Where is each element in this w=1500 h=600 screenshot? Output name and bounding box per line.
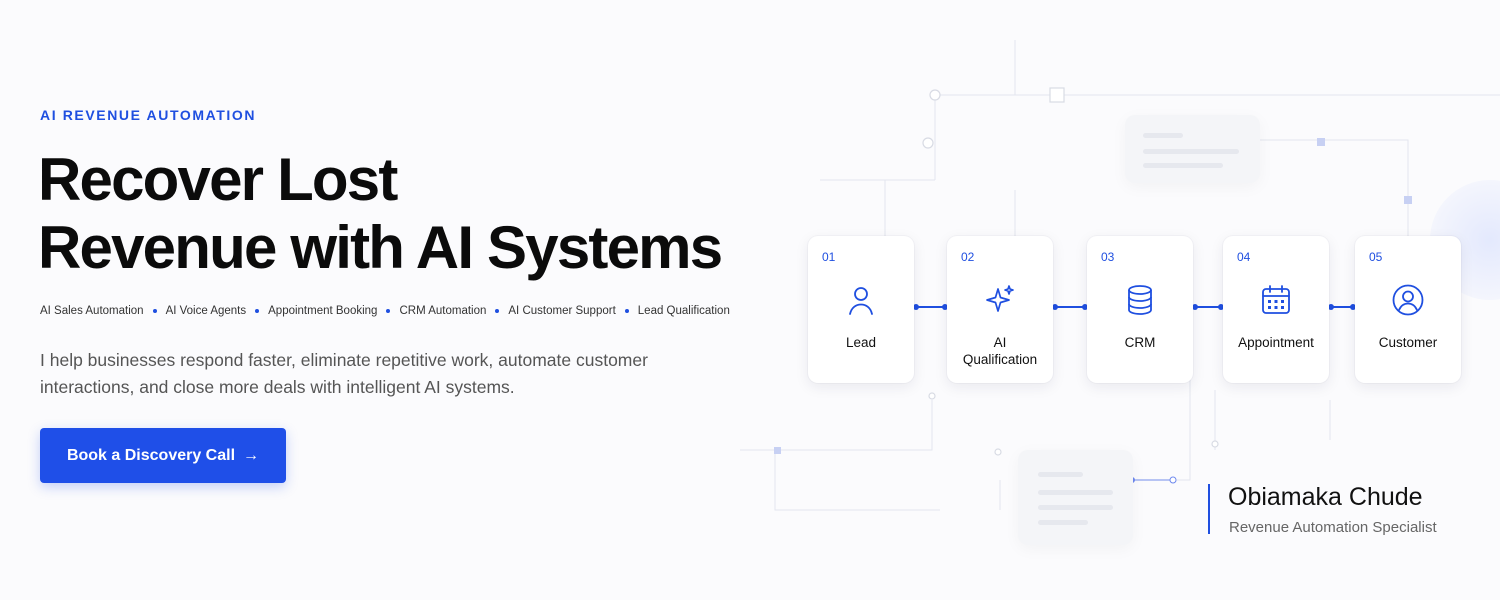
- bullet-dot: [495, 309, 500, 313]
- ghost-card-top: [1125, 115, 1260, 183]
- connector-line: [1052, 304, 1088, 310]
- tag-item: AI Sales Automation: [40, 305, 144, 317]
- user-icon: [843, 282, 879, 318]
- bullet-dot: [624, 309, 629, 313]
- database-icon: [1122, 282, 1158, 318]
- step-card-ai-qualification: 02 AI Qualification: [947, 236, 1053, 383]
- connector-line: [1328, 304, 1356, 310]
- step-label: Lead: [845, 335, 877, 350]
- headline-line-2: Revenue with AI Systems: [38, 214, 723, 281]
- step-card-lead: 01 Lead: [808, 236, 914, 383]
- signature-name: Obiamaka Chude: [1228, 483, 1423, 511]
- signature-accent-bar: [1208, 484, 1210, 534]
- background-circuit-lines: [740, 40, 1500, 511]
- step-number: 01: [822, 250, 836, 264]
- connector-line: [1192, 304, 1224, 310]
- connector-line: [913, 304, 948, 310]
- sparkle-icon: [982, 282, 1018, 318]
- step-label: AI Qualification: [962, 335, 1038, 367]
- eyebrow-label: AI REVENUE AUTOMATION: [40, 107, 257, 123]
- hero-description: I help businesses respond faster, elimin…: [40, 350, 648, 397]
- tag-item: Appointment Booking: [268, 305, 378, 317]
- headline-line-1: Recover Lost: [38, 146, 398, 213]
- book-discovery-call-button[interactable]: Book a Discovery Call →: [40, 428, 286, 483]
- step-card-crm: 03 CRM: [1087, 236, 1193, 383]
- tag-item: AI Voice Agents: [165, 305, 247, 317]
- page-title: Recover Lost Revenue with AI Systems: [38, 146, 723, 282]
- service-tags: AI Sales Automation AI Voice Agents Appo…: [40, 305, 730, 317]
- signature-role: Revenue Automation Specialist: [1229, 519, 1437, 536]
- step-label: CRM: [1124, 335, 1156, 350]
- tag-item: AI Customer Support: [508, 305, 616, 317]
- step-label: Customer: [1378, 335, 1438, 350]
- tag-item: Lead Qualification: [637, 305, 730, 317]
- bullet-dot: [255, 309, 260, 313]
- bullet-dot: [152, 309, 157, 313]
- step-number: 05: [1369, 250, 1383, 264]
- tag-item: CRM Automation: [399, 305, 487, 317]
- step-number: 04: [1237, 250, 1251, 264]
- workflow-steps: 01 Lead 02 AI Qualification 03: [808, 236, 1468, 386]
- arrow-right-icon: →: [243, 446, 260, 464]
- step-card-appointment: 04 Appointment: [1223, 236, 1329, 383]
- step-card-customer: 05 Customer: [1355, 236, 1461, 383]
- user-circle-icon: [1390, 282, 1426, 318]
- bullet-dot: [386, 309, 391, 313]
- cta-label: Book a Discovery Call: [66, 446, 236, 464]
- step-label: Appointment: [1238, 335, 1314, 350]
- ghost-card-bottom: [1018, 450, 1133, 545]
- calendar-icon: [1258, 282, 1294, 318]
- step-number: 03: [1101, 250, 1115, 264]
- step-number: 02: [961, 250, 975, 264]
